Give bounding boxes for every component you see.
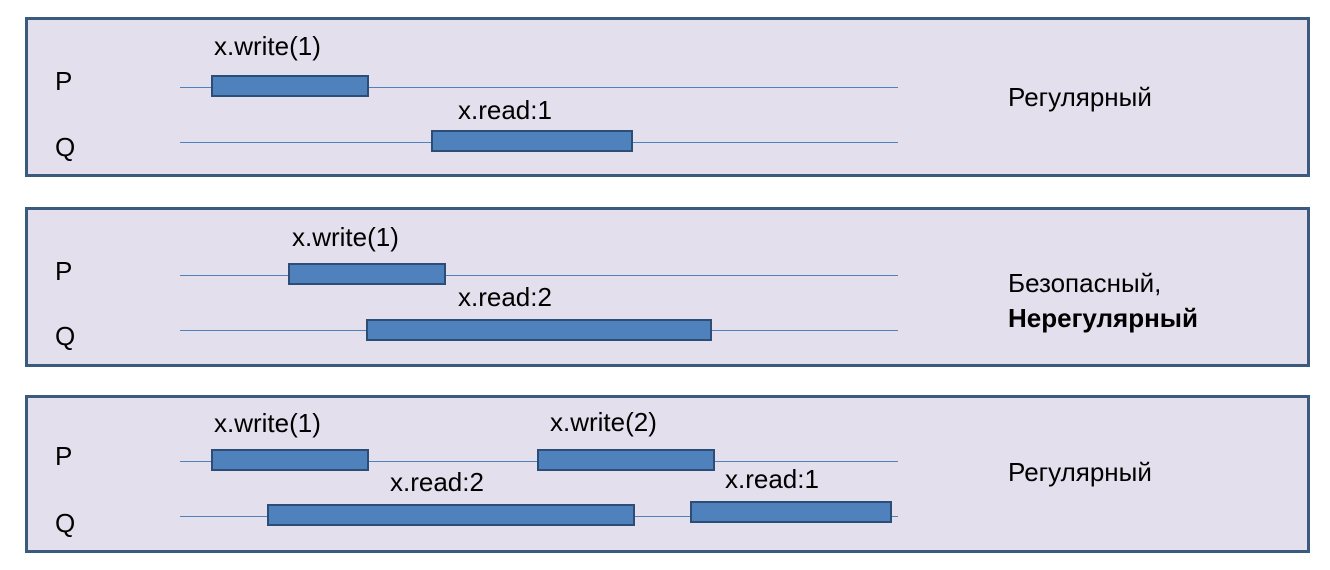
write-1-operation-bar <box>211 449 369 471</box>
timeline-panel-2: P Q x.write(1) x.read:2 Безопасный, Нере… <box>25 207 1310 367</box>
timeline-panel-3: P Q x.write(1) x.write(2) x.read:2 x.rea… <box>25 395 1310 553</box>
verdict: Безопасный, Нерегулярный <box>1008 266 1198 336</box>
process-p-label: P <box>55 441 73 471</box>
process-p-timeline <box>180 275 898 276</box>
verdict: Регулярный <box>1008 80 1152 115</box>
read-1-operation-bar <box>431 130 633 152</box>
process-q-label: Q <box>55 508 76 538</box>
verdict-text: Регулярный <box>1008 457 1152 487</box>
read-2-label: x.read:2 <box>458 282 552 312</box>
read-2-operation-bar <box>267 504 635 526</box>
write-2-label: x.write(2) <box>550 407 657 437</box>
verdict-bold-text: Нерегулярный <box>1008 303 1198 334</box>
process-p-timeline <box>180 87 898 88</box>
read-2-label: x.read:2 <box>390 467 484 497</box>
verdict-text: Безопасный, <box>1008 268 1162 298</box>
write-1-operation-bar <box>288 263 446 285</box>
write-1-operation-bar <box>211 75 369 97</box>
write-1-label: x.write(1) <box>214 31 321 61</box>
process-q-label: Q <box>55 132 76 162</box>
write-1-label: x.write(1) <box>214 408 321 438</box>
process-p-label: P <box>55 66 73 96</box>
timeline-panel-1: P Q x.write(1) x.read:1 Регулярный <box>25 17 1310 177</box>
read-1-label: x.read:1 <box>458 95 552 125</box>
write-1-label: x.write(1) <box>292 222 399 252</box>
process-q-label: Q <box>55 321 76 351</box>
read-1-operation-bar <box>690 501 892 523</box>
verdict: Регулярный <box>1008 455 1152 490</box>
process-p-label: P <box>55 256 73 286</box>
write-2-operation-bar <box>537 449 715 471</box>
read-2-operation-bar <box>366 319 712 341</box>
verdict-text: Регулярный <box>1008 82 1152 112</box>
read-1-label: x.read:1 <box>725 464 819 494</box>
